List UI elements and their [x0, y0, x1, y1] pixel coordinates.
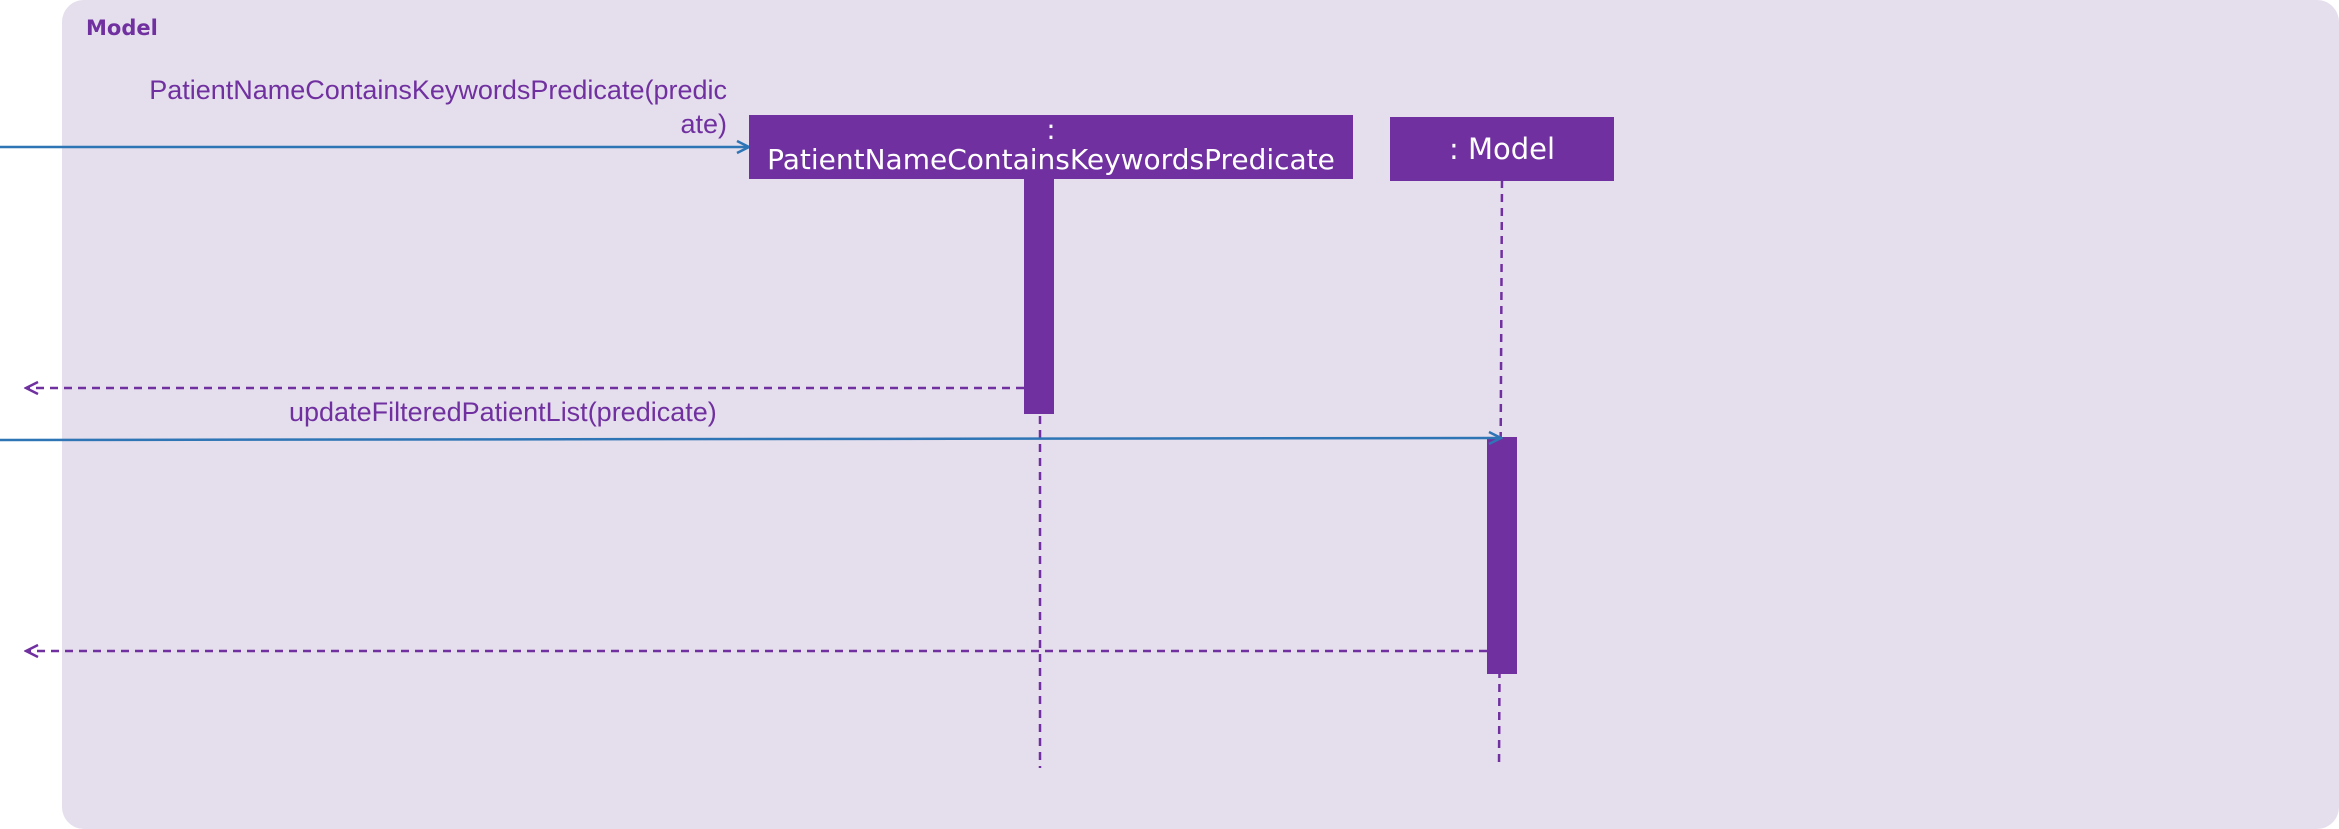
predicate-activation-bar [1024, 178, 1054, 414]
predicate-head-name: PatientNameContainsKeywordsPredicate [767, 143, 1335, 176]
model-lifeline-head: : Model [1390, 117, 1614, 181]
predicate-head-prefix: : [1046, 115, 1056, 146]
update-list-call-arrow [0, 438, 1501, 440]
model-activation-bar [1487, 437, 1517, 674]
update-list-message-label: updateFilteredPatientList(predicate) [289, 397, 717, 427]
create-predicate-message-line1: PatientNameContainsKeywordsPredicate(pre… [149, 75, 727, 105]
create-predicate-message-line2: ate) [680, 109, 727, 139]
frame-label: Model [86, 16, 158, 40]
predicate-lifeline-head: : PatientNameContainsKeywordsPredicate [749, 115, 1353, 179]
create-predicate-message-label: PatientNameContainsKeywordsPredicate(pre… [100, 73, 727, 141]
